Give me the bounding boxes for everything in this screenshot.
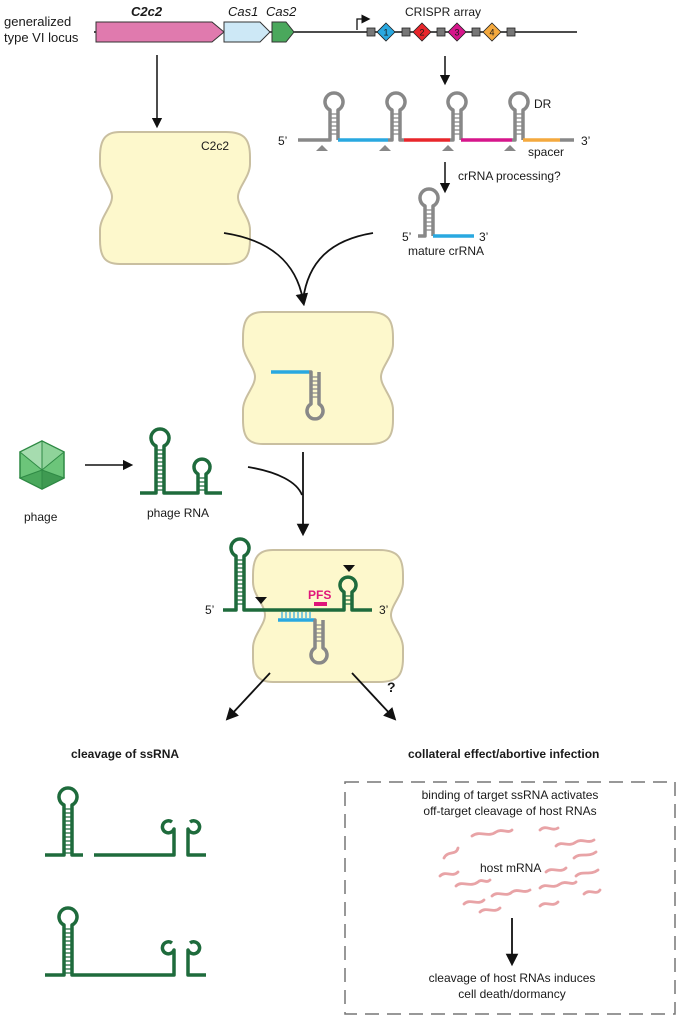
hairpin-stem-pairs [425, 209, 433, 231]
crispr-array: 1 2 3 4 [366, 22, 516, 42]
phage-rna-label: phage RNA [147, 506, 209, 520]
rna-cleavage-site-icon [343, 565, 355, 572]
direct-repeat-hairpin [298, 91, 345, 142]
array-repeat [401, 27, 411, 37]
spacer-number-1: 1 [383, 28, 388, 38]
cas1-gene [223, 21, 271, 43]
hairpin-stem-pairs [392, 113, 400, 135]
crispr-array-label: CRISPR array [405, 5, 481, 19]
array-repeat [436, 27, 446, 37]
phage-icon [18, 440, 66, 490]
cleavage-site-icon [379, 145, 391, 151]
bound-crrna-repeat [305, 370, 325, 421]
hairpin-stem-pairs [315, 624, 323, 642]
promoter-arrow-icon [356, 14, 371, 30]
phage-rna [140, 427, 222, 495]
mature-crrna-repeat [418, 187, 440, 238]
pfs-label: PFS [308, 588, 331, 602]
spacer-label: spacer [528, 145, 564, 159]
target-phage-rna [223, 537, 372, 612]
result-line2: cell death/dormancy [458, 987, 565, 1001]
pre-crrna-5prime-label: 5’ [278, 134, 287, 148]
spacer-number-2: 2 [419, 28, 424, 38]
mature-crrna-3prime-label: 3’ [479, 230, 488, 244]
hairpin-stem-pairs [453, 113, 461, 135]
cleaved-fragment-middle [94, 819, 176, 857]
array-spacer-2 [412, 22, 432, 42]
phage-rna-merge-arrow-icon [247, 466, 303, 496]
spacer-number-3: 3 [454, 28, 459, 38]
collateral-effect-box [344, 781, 676, 1015]
cleavage-outcome-arrow-icon [225, 672, 271, 721]
rna-cleavage-site-icon [255, 597, 267, 604]
dr-label: DR [534, 97, 552, 111]
cleaved-rna-1 [45, 786, 206, 857]
cleaved-rna-2 [45, 906, 206, 977]
cleaved-fragment-5prime [45, 786, 83, 857]
hairpin-stem-pairs [156, 449, 164, 491]
cleaved-fragment-5prime [45, 906, 176, 977]
phage-rna-strand [140, 427, 222, 495]
host-mrna-squiggles [438, 826, 602, 914]
c2c2-gene-label: C2c2 [131, 4, 163, 19]
cleavage-title: cleavage of ssRNA [71, 747, 179, 761]
target-bound-complex [223, 537, 372, 665]
direct-repeat-hairpin [508, 91, 530, 142]
spacer-number-4: 4 [489, 28, 494, 38]
phage-label: phage [24, 510, 58, 524]
array-spacer-3 [447, 22, 467, 42]
mature-crrna: 5’ 3’ mature crRNA [402, 187, 488, 258]
hairpin-stem-pairs [311, 376, 319, 398]
mature-crrna-label: mature crRNA [408, 244, 484, 258]
uncertain-pathway-mark: ? [387, 679, 396, 695]
locus-label-line2: type VI locus [4, 30, 79, 45]
hairpin-stem-pairs [64, 928, 72, 974]
direct-repeat-hairpin [385, 91, 407, 142]
c2c2-gene [95, 21, 225, 43]
c2c2-protein-label: C2c2 [201, 139, 229, 153]
locus-label-line1: generalized [4, 14, 71, 29]
pre-crrna-3prime-label: 3’ [581, 134, 590, 148]
hairpin-stem-pairs [236, 559, 244, 605]
hairpin-stem-pairs [344, 595, 352, 605]
cleaved-fragment-3prime [186, 819, 206, 857]
target-5prime-label: 5’ [205, 603, 214, 617]
mature-crrna-5prime-label: 5’ [402, 230, 411, 244]
collateral-outcome-arrow-icon [351, 672, 397, 721]
direct-repeat-hairpin [446, 91, 468, 142]
array-spacer-4 [482, 22, 502, 42]
merge-arrow-left-icon [223, 232, 309, 307]
box-text-line1: binding of target ssRNA activates [422, 788, 599, 802]
cas2-gene-label: Cas2 [266, 4, 297, 19]
target-3prime-label: 3’ [379, 603, 388, 617]
hairpin-stem-pairs [64, 808, 72, 854]
guide-repeat [309, 618, 329, 665]
cleavage-site-icon [504, 145, 516, 151]
pre-crrna: 5’ 3’ DR spacer [278, 91, 590, 159]
hairpin-stem-pairs [198, 477, 206, 491]
array-repeat [366, 27, 376, 37]
hairpin-stem-pairs [330, 113, 338, 135]
bound-crrna [271, 370, 325, 421]
cleavage-site-icon [316, 145, 328, 151]
box-text-line2: off-target cleavage of host RNAs [423, 804, 596, 818]
collateral-title: collateral effect/abortive infection [408, 747, 599, 761]
array-spacer-1 [376, 22, 396, 42]
result-line1: cleavage of host RNAs induces [429, 971, 596, 985]
type-vi-locus: generalized type VI locus C2c2 Cas1 Cas2… [4, 4, 577, 45]
merge-arrow-right-icon [302, 232, 374, 301]
array-repeat [506, 27, 516, 37]
hairpin-stem-pairs [515, 113, 523, 135]
cas2-gene [271, 21, 295, 43]
processing-step-label: crRNA processing? [458, 169, 561, 183]
cleavage-site-icon [442, 145, 454, 151]
guide-target-pairs [281, 612, 311, 618]
array-repeat [471, 27, 481, 37]
host-mrna-label: host mRNA [480, 861, 541, 875]
cas1-gene-label: Cas1 [228, 4, 258, 19]
cleaved-fragment-3prime [186, 940, 206, 977]
